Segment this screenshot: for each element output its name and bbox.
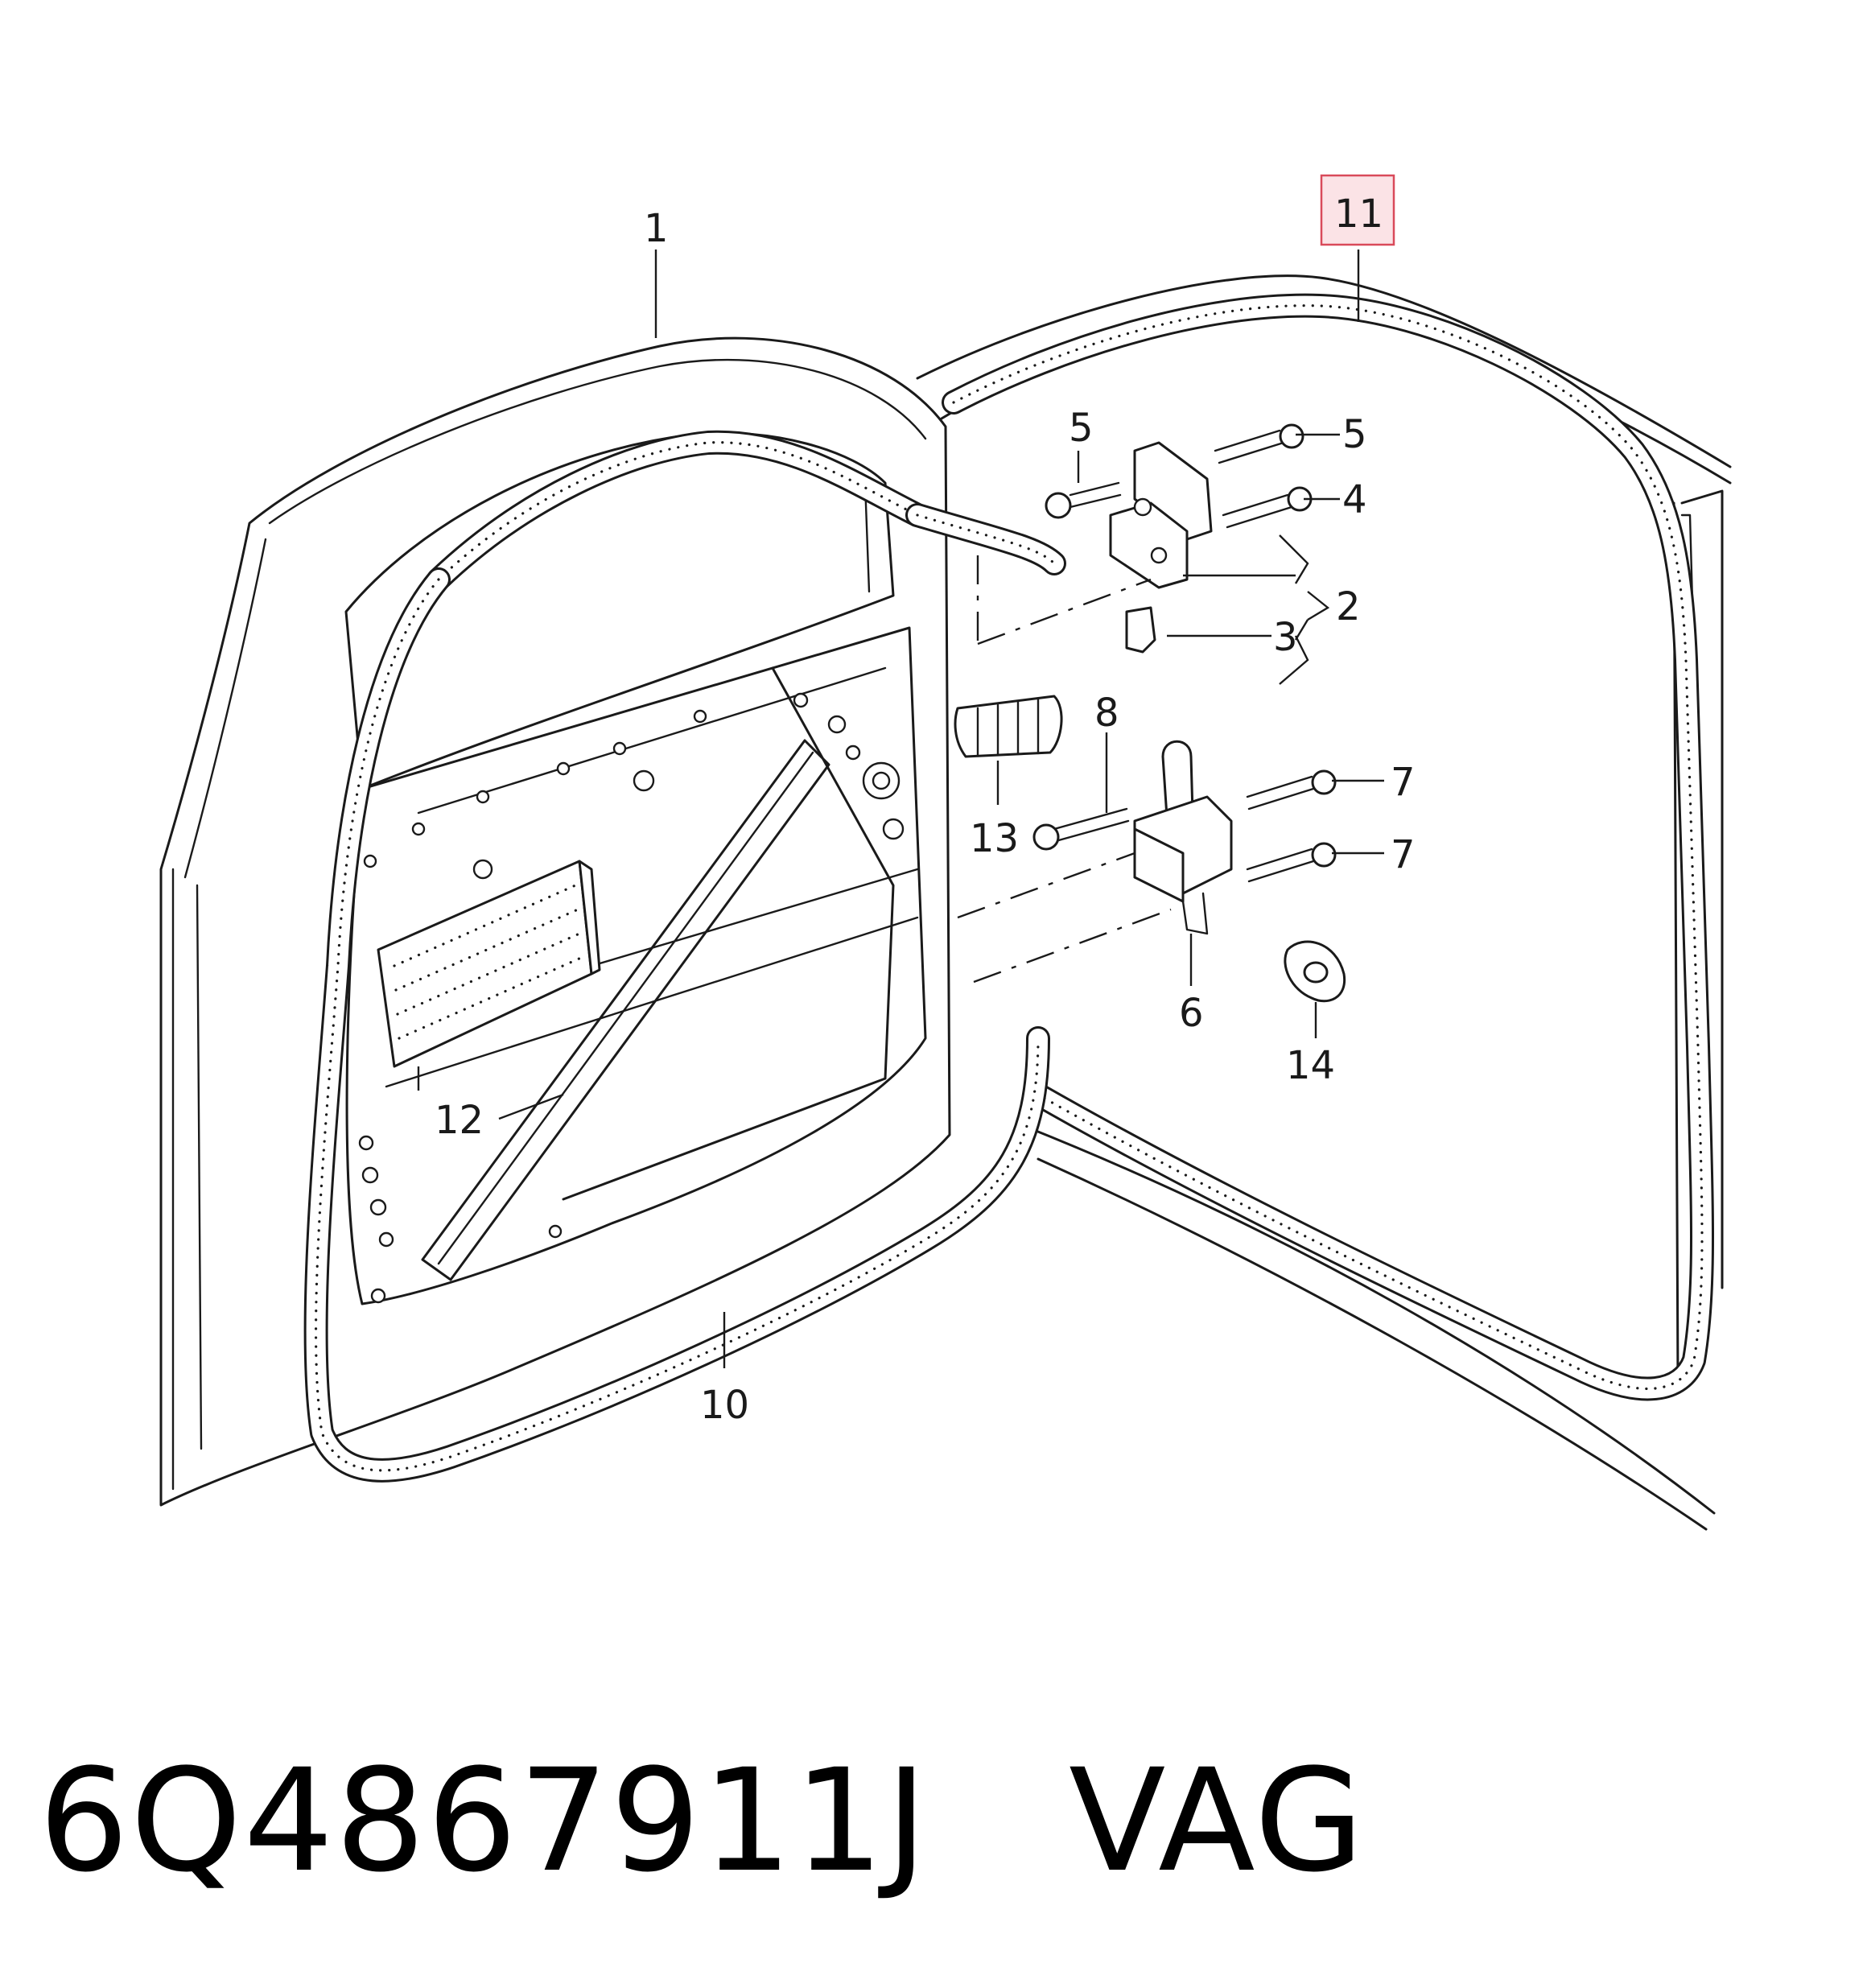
part-number-caption: 6Q4867911J VAG <box>39 1738 1366 1903</box>
callout-4: 4 <box>1342 477 1367 522</box>
clip <box>1284 940 1346 1003</box>
highlight-box <box>1320 174 1395 246</box>
part-number: 6Q4867911J <box>39 1738 929 1903</box>
check-strap <box>957 740 1337 984</box>
callout-1: 1 <box>644 206 669 251</box>
door-shell <box>159 336 1066 1507</box>
body-aperture <box>916 274 1732 1531</box>
callout-5-right: 5 <box>1342 412 1367 457</box>
foam-pad <box>377 860 601 1068</box>
callout-6: 6 <box>1179 991 1204 1036</box>
callout-2: 2 <box>1336 584 1361 629</box>
callout-7-bottom: 7 <box>1391 832 1416 877</box>
callout-8: 8 <box>1094 691 1119 736</box>
leader-lines <box>417 250 1384 1368</box>
callout-11: 11 <box>1334 192 1383 237</box>
callout-labels: 1 2 3 4 5 5 6 7 7 8 10 11 12 13 14 <box>435 192 1416 1428</box>
callout-10: 10 <box>700 1383 749 1428</box>
callout-13: 13 <box>970 816 1019 861</box>
bump-stop <box>954 695 1063 758</box>
callout-12: 12 <box>435 1098 484 1143</box>
callout-5-left: 5 <box>1069 406 1094 451</box>
callout-14: 14 <box>1286 1043 1335 1088</box>
callout-3: 3 <box>1273 615 1298 660</box>
panel-holes <box>358 692 905 1304</box>
callout-7-top: 7 <box>1391 760 1416 805</box>
upper-hinge <box>976 423 1313 654</box>
brand: VAG <box>1069 1738 1366 1903</box>
